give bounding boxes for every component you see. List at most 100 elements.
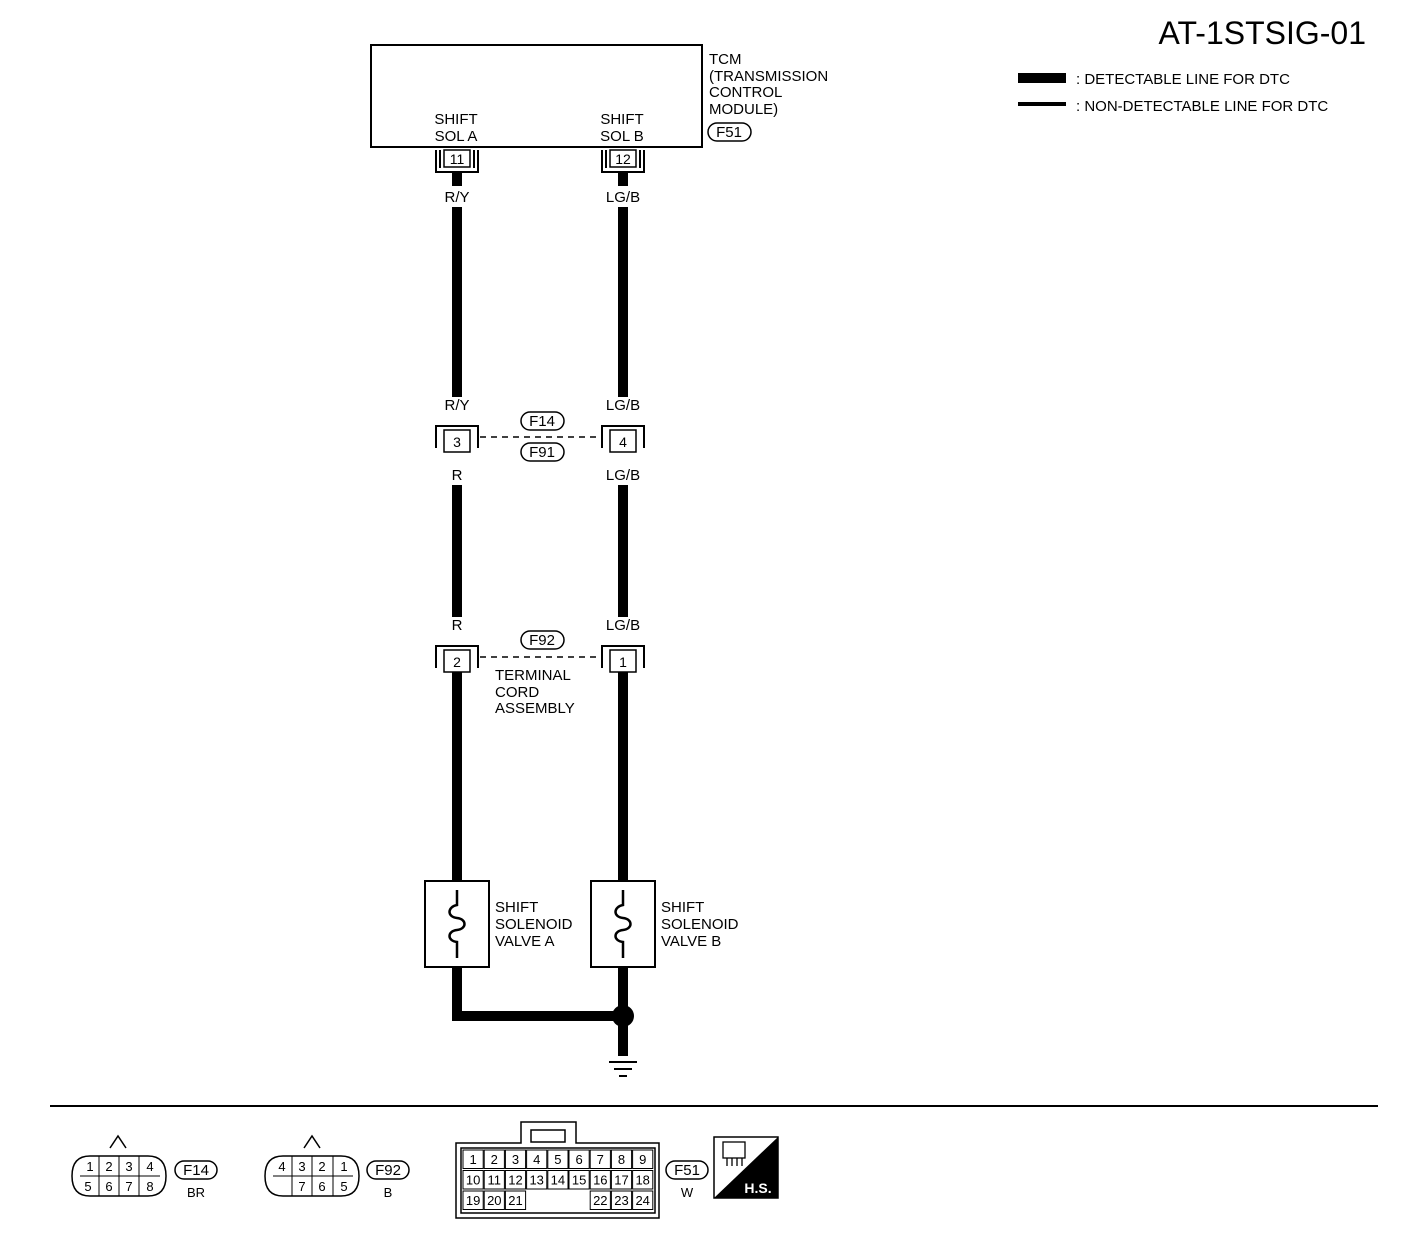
f92-pin: 6	[318, 1179, 325, 1194]
f51-pin: 2	[491, 1152, 498, 1167]
junction1-connector-top: F14	[529, 413, 555, 430]
f51-pin: 22	[593, 1193, 607, 1208]
f51-pin: 18	[635, 1173, 649, 1188]
f51-pin: 9	[639, 1152, 646, 1167]
tcm-connector-badge	[707, 122, 752, 142]
shift-sol-b-label-1: SHIFT	[600, 111, 643, 128]
wire-ground-bus	[452, 1011, 622, 1021]
f51-pin-cell	[632, 1149, 654, 1169]
f14-pin: 6	[105, 1179, 112, 1194]
solenoid-valve-a: SHIFT SOLENOID VALVE A	[424, 880, 573, 968]
connector-face-f14: 1 2 3 4 5 6 7 8 F14 BR	[71, 1134, 218, 1200]
shift-sol-a-label-2: SOL A	[435, 128, 478, 145]
wire-a-color-mid-lower: R	[452, 467, 463, 484]
terminal-cord-label-1: TERMINAL	[495, 667, 571, 684]
f51-pin-cell	[547, 1149, 569, 1169]
wire-b-color-low: LG/B	[606, 617, 640, 634]
tcm-module: TCM (TRANSMISSION CONTROL MODULE) F51 SH…	[370, 44, 828, 148]
f92-pin: 5	[340, 1179, 347, 1194]
junction2-connector: F92	[529, 632, 555, 649]
solenoid-valve-b: SHIFT SOLENOID VALVE B	[590, 880, 739, 968]
f51-pin: 1	[469, 1152, 476, 1167]
f51-pin: 10	[466, 1173, 480, 1188]
f51-pin-cell	[610, 1149, 633, 1169]
f51-pin-cell	[589, 1149, 611, 1169]
f51-pin: 12	[508, 1173, 522, 1188]
f51-pin-cell	[483, 1170, 505, 1190]
coil-icon	[614, 890, 632, 958]
terminal-cord-label-2: CORD	[495, 684, 539, 701]
f14-pin: 3	[125, 1159, 132, 1174]
tcm-connector-id: F51	[716, 124, 742, 141]
tcm-label-line4: MODULE)	[709, 101, 778, 118]
wire-a-stub-top	[452, 172, 462, 186]
wire-a-segment-1	[452, 207, 462, 397]
diagram-title: AT-1STSIG-01	[1159, 15, 1366, 51]
junction-f14-f91: 3 4 F14 F91	[435, 411, 645, 462]
f14-color: BR	[187, 1185, 205, 1200]
tcm-pin-a-number: 11	[450, 151, 465, 167]
f92-pin: 3	[298, 1159, 305, 1174]
f51-pin: 11	[488, 1173, 502, 1188]
solenoid-a-label-3: VALVE A	[495, 933, 554, 950]
f51-pin-cell	[504, 1190, 527, 1210]
wire-b-segment-3	[618, 670, 628, 882]
solenoid-b-label-3: VALVE B	[661, 933, 721, 950]
wire-a-segment-2	[452, 485, 462, 617]
tcm-box	[370, 44, 703, 148]
f51-pin-cell	[526, 1170, 548, 1190]
coil-icon	[448, 890, 466, 958]
junction1-pin-a: 3	[453, 434, 461, 450]
wire-a-color-low: R	[452, 617, 463, 634]
shift-sol-a-label-1: SHIFT	[434, 111, 477, 128]
f51-pin-cell	[547, 1170, 569, 1190]
f51-pin: 20	[487, 1193, 501, 1208]
f51-id: F51	[674, 1162, 700, 1179]
f51-pin: 7	[597, 1152, 604, 1167]
f51-pin-cell	[632, 1170, 654, 1190]
f14-id: F14	[183, 1162, 209, 1179]
f92-color: B	[384, 1185, 393, 1200]
f14-pin: 2	[105, 1159, 112, 1174]
f51-pin: 13	[529, 1173, 543, 1188]
f14-pin: 8	[146, 1179, 153, 1194]
solenoid-a-label-2: SOLENOID	[495, 916, 573, 933]
harness-side-badge: H.S.	[713, 1136, 779, 1199]
legend-detectable-label: : DETECTABLE LINE FOR DTC	[1076, 71, 1290, 88]
wire-b-color-mid-lower: LG/B	[606, 467, 640, 484]
f51-pin-cell	[504, 1170, 527, 1190]
legend-detectable-line	[1018, 73, 1066, 83]
ground-icon	[609, 1061, 637, 1077]
tcm-pin-a: 11	[435, 149, 479, 173]
f51-pin-cell	[632, 1190, 654, 1210]
f51-pin-cell	[568, 1149, 590, 1169]
tcm-pin-b: 12	[601, 149, 645, 173]
legend-non-detectable-line	[1018, 102, 1066, 106]
shift-sol-b-label-2: SOL B	[600, 128, 644, 145]
f51-pin-cell	[462, 1149, 484, 1169]
wire-b-segment-2	[618, 485, 628, 617]
wires	[452, 172, 634, 1056]
wire-a-ground-drop	[452, 966, 462, 1021]
f51-pin-cell	[589, 1170, 611, 1190]
terminal-cord-label-3: ASSEMBLY	[495, 700, 575, 717]
f51-pin-cell	[462, 1190, 484, 1210]
f51-pin: 16	[593, 1173, 607, 1188]
wire-b-stub-top	[618, 172, 628, 186]
f51-pin: 19	[466, 1193, 480, 1208]
f51-pin-cell	[526, 1149, 548, 1169]
f14-pin: 1	[86, 1159, 93, 1174]
wire-a-segment-3	[452, 670, 462, 882]
tcm-label-line1: TCM	[709, 51, 742, 68]
f51-pin: 24	[635, 1193, 649, 1208]
tcm-label-line3: CONTROL	[709, 84, 782, 101]
connector-face-f92: 4 3 2 1 7 6 5 F92 B	[264, 1134, 410, 1200]
wire-a-color-mid-upper: R/Y	[444, 397, 469, 414]
f51-pin: 21	[508, 1193, 522, 1208]
f51-pin: 4	[533, 1152, 540, 1167]
f51-pin: 23	[614, 1193, 628, 1208]
f51-pin: 14	[551, 1173, 565, 1188]
f51-pin: 3	[512, 1152, 519, 1167]
